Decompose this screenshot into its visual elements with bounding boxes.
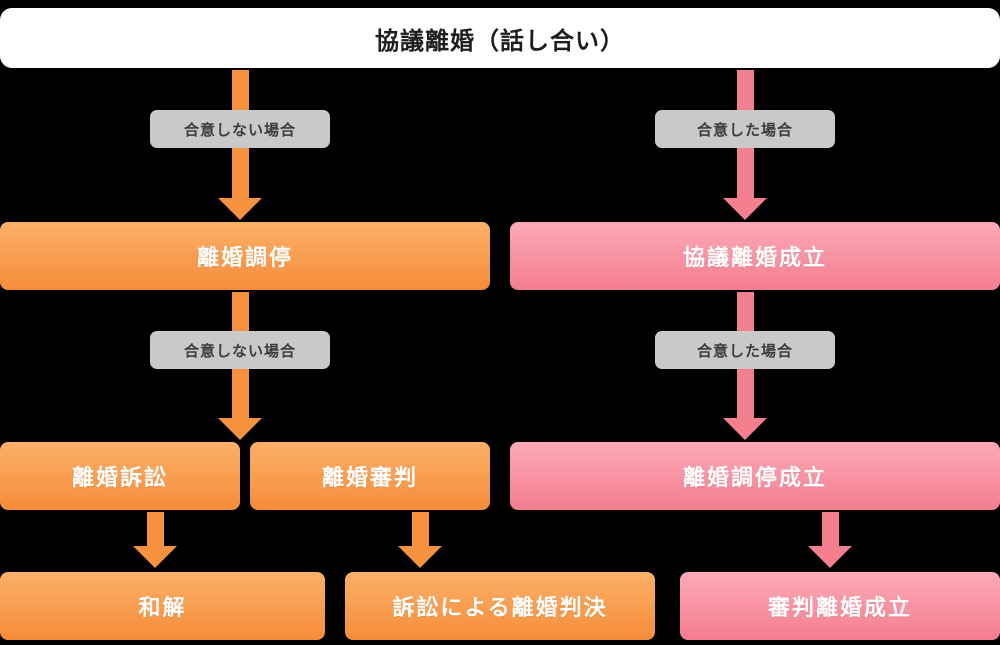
- arrow-shaft: [821, 512, 839, 546]
- arrow-head: [218, 198, 262, 220]
- box-divorce-lawsuit: 離婚訴訟: [0, 442, 240, 510]
- arrow-head: [723, 418, 767, 440]
- arrow-down-icon: [133, 512, 177, 568]
- condition-label-no-agreement-1: 合意しない場合: [150, 110, 330, 148]
- box-settlement: 和解: [0, 572, 325, 640]
- arrow-down-icon: [808, 512, 852, 568]
- arrow-head: [398, 546, 442, 568]
- box-mediation-divorce-established: 離婚調停成立: [510, 442, 1000, 510]
- arrow-down-icon: [398, 512, 442, 568]
- box-divorce-adjudication: 離婚審判: [250, 442, 490, 510]
- arrow-head: [808, 546, 852, 568]
- flowchart-title: 協議離婚（話し合い）: [375, 27, 625, 55]
- arrow-shaft: [146, 512, 164, 546]
- condition-label-agreement-2: 合意した場合: [655, 331, 835, 369]
- condition-label-agreement-1: 合意した場合: [655, 110, 835, 148]
- arrow-head: [723, 198, 767, 220]
- title-box: 協議離婚（話し合い）: [0, 8, 1000, 68]
- condition-label-no-agreement-2: 合意しない場合: [150, 331, 330, 369]
- box-agreement-divorce-established: 協議離婚成立: [510, 222, 1000, 290]
- arrow-shaft: [411, 512, 429, 546]
- box-divorce-mediation: 離婚調停: [0, 222, 490, 290]
- box-divorce-judgment-by-lawsuit: 訴訟による離婚判決: [345, 572, 655, 640]
- box-adjudication-divorce-established: 審判離婚成立: [680, 572, 1000, 640]
- arrow-head: [133, 546, 177, 568]
- arrow-head: [218, 418, 262, 440]
